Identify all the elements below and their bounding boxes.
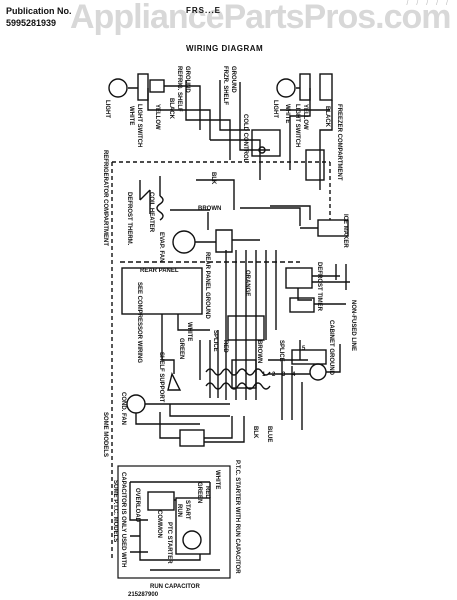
label-blue: BLUE — [266, 426, 272, 442]
label-cap-note: CAPACITOR IS ONLY USED WITH — [120, 472, 126, 567]
diagram-title: WIRING DIAGRAM — [186, 44, 264, 53]
label-ice-maker: ICE MAKER — [342, 214, 348, 248]
label-cold-control: COLD CONTROL — [242, 114, 248, 163]
label-ptc-starter: PTC STARTER — [166, 522, 172, 564]
label-white-mid: WHITE — [186, 322, 192, 341]
coil-heater-symbol — [156, 195, 164, 221]
label-start: START — [184, 500, 190, 520]
label-blk-bottom: BLK — [252, 426, 258, 439]
label-splice-left: SPLICE — [212, 330, 218, 352]
publication-number: 5995281939 — [6, 18, 57, 28]
light-switch-right — [299, 73, 311, 101]
label-defrost-therm: DEFROST THERM. — [126, 192, 132, 246]
label-black-right: BLACK — [324, 106, 330, 128]
label-evap-fan: EVAP. FAN — [158, 232, 164, 262]
light-switch-left — [137, 73, 149, 101]
terminal-1: 1 — [262, 372, 266, 378]
evap-fan-motor — [172, 230, 196, 254]
label-orange: ORANGE — [244, 270, 250, 296]
publication-label: Publication No. — [6, 6, 72, 16]
defrost-timer — [285, 267, 313, 289]
ptc-starter-element — [182, 530, 202, 550]
freezer-connector — [305, 149, 325, 181]
label-rear-panel-ground: REAR PANEL GROUND — [204, 252, 210, 319]
overload-block — [147, 491, 175, 511]
label-ptc-title: P.T.C. STARTER WITH RUN CAPACITOR — [234, 460, 240, 574]
label-some-models: SOME MODELS — [102, 412, 108, 457]
center-splice-block — [227, 315, 265, 341]
terminal-3: 3 — [282, 372, 286, 378]
label-defrost-timer: DEFROST TIMER — [316, 262, 322, 312]
watermark-text: AppliancePartsPros.com — [70, 0, 451, 36]
label-frzr-shelf: FRZR. SHELF — [222, 66, 228, 105]
label-refrig-shelf: REFRIG. SHELF — [176, 66, 182, 112]
timer-motor — [309, 363, 327, 381]
label-white-left: WHITE — [128, 106, 134, 125]
label-brown-top: BROWN — [198, 206, 221, 212]
label-red-ptc: RED — [204, 486, 210, 499]
label-run: RUN — [176, 504, 182, 517]
label-ground-right: GROUND — [230, 66, 236, 93]
label-green-ptc: GREEN — [196, 482, 202, 503]
terminal-2: 2 — [272, 372, 276, 378]
label-non-fused: NON-FUSED LINE — [350, 300, 356, 351]
label-shelf-support: SHELF SUPPORT — [158, 352, 164, 403]
label-overload: OVERLOAD — [134, 488, 140, 523]
label-cond-fan: COND. FAN — [120, 392, 126, 425]
bottom-connector — [179, 429, 205, 447]
model-number: FRS...E — [186, 6, 222, 15]
label-common: COMMON — [156, 510, 162, 538]
ptc-starter-frame — [117, 465, 231, 579]
start-run-block — [175, 497, 211, 555]
label-light-right: LIGHT — [272, 100, 278, 118]
label-see-compressor: SEE COMPRESSOR WIRING — [136, 282, 142, 363]
cond-fan-motor — [126, 394, 146, 414]
label-white-right: WHITE — [284, 104, 290, 123]
light-bulb-right — [276, 78, 296, 98]
label-light-left: LIGHT — [104, 100, 110, 118]
label-ground-left: GROUND — [184, 66, 190, 93]
label-freezer-compartment: FREEZER COMPARTMENT — [336, 104, 342, 181]
plug-connector — [289, 297, 315, 313]
label-black-left: BLACK — [168, 98, 174, 120]
label-blk: BLK — [210, 172, 216, 185]
label-cap-note2: SOME P.T.C. MODELS — [112, 480, 118, 542]
light-switch-left-body — [149, 79, 165, 93]
label-white-ptc: WHITE — [214, 470, 220, 489]
label-yellow-right: YELLOW — [302, 104, 308, 130]
freezer-light-switch — [319, 73, 333, 101]
label-green-mid: GREEN — [178, 338, 184, 359]
label-part-no: 215287900 — [128, 592, 159, 598]
label-cabinet-ground: CABINET GROUND — [328, 320, 334, 376]
label-coil-heater: COIL HEATER — [148, 192, 154, 233]
label-yellow-left: YELLOW — [154, 104, 160, 130]
terminal-5: 5 — [302, 346, 306, 352]
label-red-mid: RED — [222, 340, 228, 353]
label-run-capacitor: RUN CAPACITOR — [150, 584, 200, 590]
label-splice-right: SPLICE — [278, 340, 284, 362]
label-light-switch-right: LIGHT SWITCH — [294, 104, 300, 147]
light-bulb-left — [108, 78, 128, 98]
label-rear-panel: REAR PANEL — [140, 268, 179, 274]
compressor-wiring-box — [121, 267, 203, 315]
top-marks: / / / / / — [406, 0, 451, 7]
label-brown-mid: BROWN — [256, 340, 262, 363]
label-refrigerator-compartment: REFRIGERATOR COMPARTMENT — [102, 150, 108, 246]
label-light-switch-left: LIGHT SWITCH — [136, 104, 142, 147]
terminal-4: 4 — [292, 372, 296, 378]
cold-control — [251, 129, 281, 157]
